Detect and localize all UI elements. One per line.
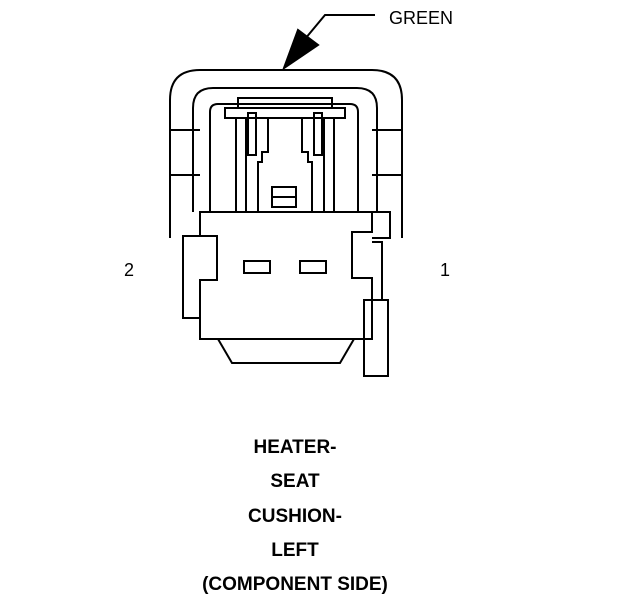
side-tab-right-lower bbox=[372, 241, 383, 301]
terminal-slot-1 bbox=[299, 260, 327, 274]
latch-arm-right bbox=[323, 117, 335, 213]
pin-number-1: 1 bbox=[440, 260, 451, 280]
latch-frame bbox=[224, 107, 346, 119]
latch-arm-left bbox=[235, 117, 247, 213]
lock-release-tab bbox=[363, 299, 389, 377]
callout-arrowhead bbox=[281, 28, 320, 71]
caption-line-5: (COMPONENT SIDE) bbox=[202, 574, 388, 595]
color-callout-label: GREEN bbox=[389, 8, 454, 28]
callout-leader-line bbox=[299, 14, 375, 46]
caption-line-2: SEAT bbox=[270, 471, 320, 492]
connector-skirt bbox=[217, 338, 355, 364]
latch-post-left bbox=[247, 112, 257, 156]
connector-body bbox=[199, 211, 373, 340]
caption-line-1: HEATER- bbox=[253, 437, 337, 458]
side-tab-left bbox=[182, 235, 200, 319]
terminal-slot-2 bbox=[243, 260, 271, 274]
connector-inner-hood-liner bbox=[209, 103, 359, 212]
connector-inner-hood bbox=[192, 87, 378, 212]
latch-post-right bbox=[313, 112, 323, 156]
pin-number-2: 2 bbox=[124, 260, 135, 280]
side-tab-right bbox=[372, 211, 391, 239]
caption-line-3: CUSHION- bbox=[248, 506, 342, 527]
connector-outer-hood bbox=[169, 69, 403, 238]
caption-line-4: LEFT bbox=[271, 540, 319, 561]
